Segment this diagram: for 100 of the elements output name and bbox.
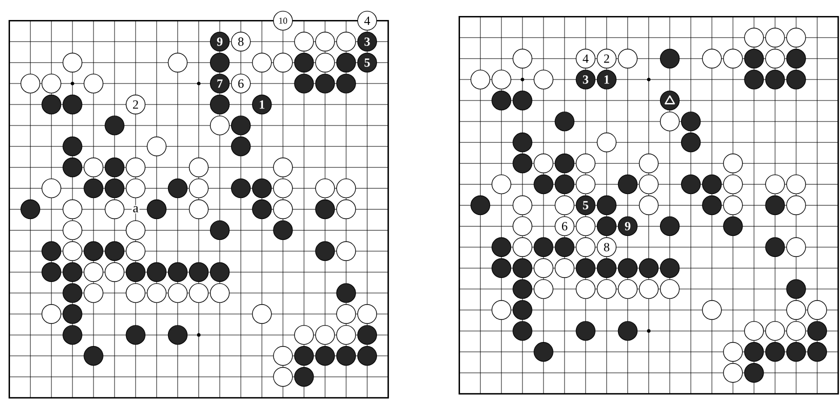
go-stone [336,304,356,324]
numbered-stone: 8 [596,237,616,257]
go-stone [638,258,659,278]
numbered-stone: 3 [576,70,596,90]
go-stone [702,300,722,320]
go-stone [336,178,356,198]
go-stone [512,237,532,257]
go-stone [357,325,377,345]
go-stone [702,195,722,216]
go-stone [618,48,638,68]
go-stone [492,258,512,278]
go-stone [765,342,785,362]
go-stone [188,178,209,198]
go-stone [744,28,764,48]
numbered-stone: 7 [210,74,230,94]
go-stone [336,32,356,52]
go-stone [554,112,574,132]
go-stone [786,70,806,90]
go-stone [576,279,596,299]
go-stone [84,178,104,198]
go-stone [210,262,230,282]
go-stone [273,199,293,220]
go-stone [492,174,512,194]
go-stone [807,342,827,362]
go-stone [723,154,743,174]
marked-stone [660,90,680,110]
go-stone [294,52,314,72]
go-stone [20,74,40,94]
go-stone [554,154,574,174]
go-stone [723,48,743,68]
go-stone [62,136,82,156]
go-stone [84,283,104,303]
go-stone [576,216,596,236]
go-stone [273,52,293,72]
numbered-stone: 9 [618,216,638,236]
go-stone [294,325,314,345]
go-stone [42,304,62,324]
go-stone [596,216,616,236]
go-stone [744,48,764,68]
go-stone [42,94,62,114]
go-stone [168,262,188,282]
go-stone [534,279,554,299]
go-stone [660,48,680,68]
go-stone [638,174,659,194]
go-stone [273,158,293,178]
go-stone [84,241,104,261]
go-stone [210,283,230,303]
numbered-stone: 9 [210,32,230,52]
go-stone [807,300,827,320]
go-stone [84,262,104,282]
go-stone [596,132,616,152]
go-stone [786,237,806,257]
go-stone [765,48,785,68]
go-stone [512,279,532,299]
go-stone [210,94,230,114]
go-stone [231,178,251,198]
go-stone [492,70,512,90]
go-stone [315,74,335,94]
numbered-stone: 2 [126,94,146,114]
go-stone [84,346,104,366]
go-stone [126,178,146,198]
go-stone [765,28,785,48]
go-stone [681,174,701,194]
go-stone [723,342,743,362]
go-stone [336,199,356,220]
go-stone [42,262,62,282]
go-stone [786,342,806,362]
go-stone [534,70,554,90]
go-stone [273,220,293,240]
go-stone [786,174,806,194]
go-stone [315,346,335,366]
go-stone [42,241,62,261]
go-stone [146,199,166,220]
go-stone [357,346,377,366]
go-stone [336,346,356,366]
go-stone [554,237,574,257]
go-stone [512,321,532,341]
go-stone [126,158,146,178]
go-stone [168,178,188,198]
go-stone [618,321,638,341]
go-stone [723,174,743,194]
go-stone [786,28,806,48]
go-stone [252,199,272,220]
go-stone [618,174,638,194]
go-stone [554,195,574,216]
go-stone [336,325,356,345]
go-stone [470,195,490,216]
go-stone [294,32,314,52]
go-stone [104,199,124,220]
go-stone [765,321,785,341]
go-stone [146,136,166,156]
numbered-stone: 3 [357,32,377,52]
go-stone [638,279,659,299]
go-stone [554,174,574,194]
go-stone [168,325,188,345]
go-stone [62,325,82,345]
go-stone [744,363,764,383]
go-stone [744,321,764,341]
go-stone [294,74,314,94]
go-stone [765,174,785,194]
